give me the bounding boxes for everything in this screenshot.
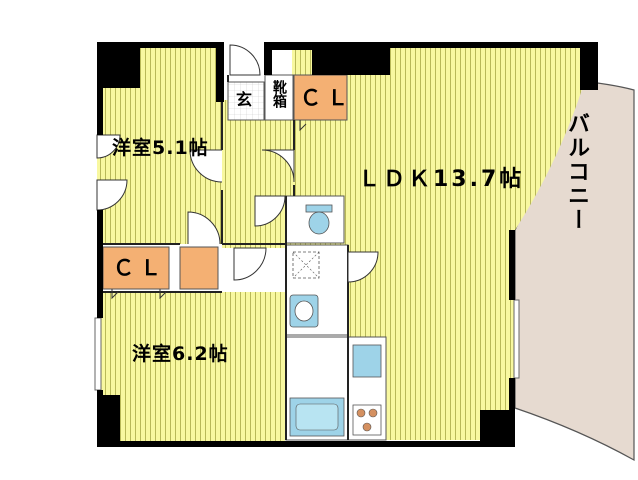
bedroom-1-label: 洋室5.1帖 xyxy=(112,137,209,159)
bedroom-2-floor xyxy=(97,292,285,447)
entrance-floor xyxy=(227,81,265,121)
closet-top xyxy=(293,74,348,121)
closet-small xyxy=(179,246,219,290)
closet-top-label: ＣＬ xyxy=(300,86,354,110)
closet-bottom-label: ＣＬ xyxy=(113,256,167,280)
entrance-label: 玄 xyxy=(236,90,253,109)
closet-bottom xyxy=(102,246,170,290)
bedroom-2-label: 洋室6.2帖 xyxy=(132,343,229,365)
ldk-label: ＬＤＫ13.7帖 xyxy=(358,167,525,192)
shoe-box xyxy=(264,74,294,121)
shoe-box-label: 靴箱 xyxy=(271,80,287,108)
balcony-label: バルコニー xyxy=(564,112,589,232)
